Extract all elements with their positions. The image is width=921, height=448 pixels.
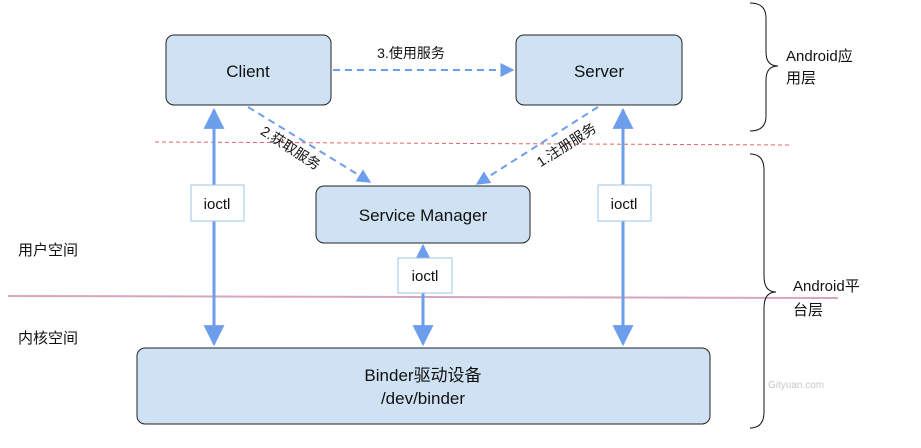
service-manager-label: Service Manager [359, 206, 488, 225]
binder-label-line1: Binder驱动设备 [364, 366, 481, 385]
ioctl-center-box: ioctl [397, 257, 453, 294]
watermark: Gityuan.com [768, 380, 824, 391]
user-space-label: 用户空间 [18, 242, 78, 259]
use-service-label: 3.使用服务 [377, 45, 445, 61]
platform-layer-label-line2: 台层 [793, 302, 823, 319]
app-layer-label-line2: 用层 [786, 70, 816, 87]
app-layer-brace [749, 2, 779, 132]
ioctl-left-label: ioctl [204, 196, 231, 213]
platform-layer-brace [749, 153, 777, 429]
binder-driver-node: Binder驱动设备 /dev/binder [136, 347, 711, 425]
get-service-arrow [247, 106, 372, 183]
service-manager-node: Service Manager [315, 185, 531, 244]
ioctl-right-label: ioctl [611, 196, 638, 213]
client-node: Client [165, 34, 332, 106]
server-node: Server [515, 34, 683, 106]
ioctl-left-box: ioctl [190, 184, 245, 222]
binder-label-line2: /dev/binder [381, 389, 465, 408]
kernel-space-label: 内核空间 [18, 330, 78, 347]
ioctl-right-box: ioctl [597, 184, 652, 222]
server-label: Server [574, 62, 624, 81]
platform-layer-label-line1: Android平 [793, 278, 860, 295]
ioctl-center-label: ioctl [412, 268, 439, 285]
app-layer-divider [154, 141, 791, 146]
client-label: Client [226, 62, 270, 81]
app-layer-label-line1: Android应 [786, 47, 853, 65]
